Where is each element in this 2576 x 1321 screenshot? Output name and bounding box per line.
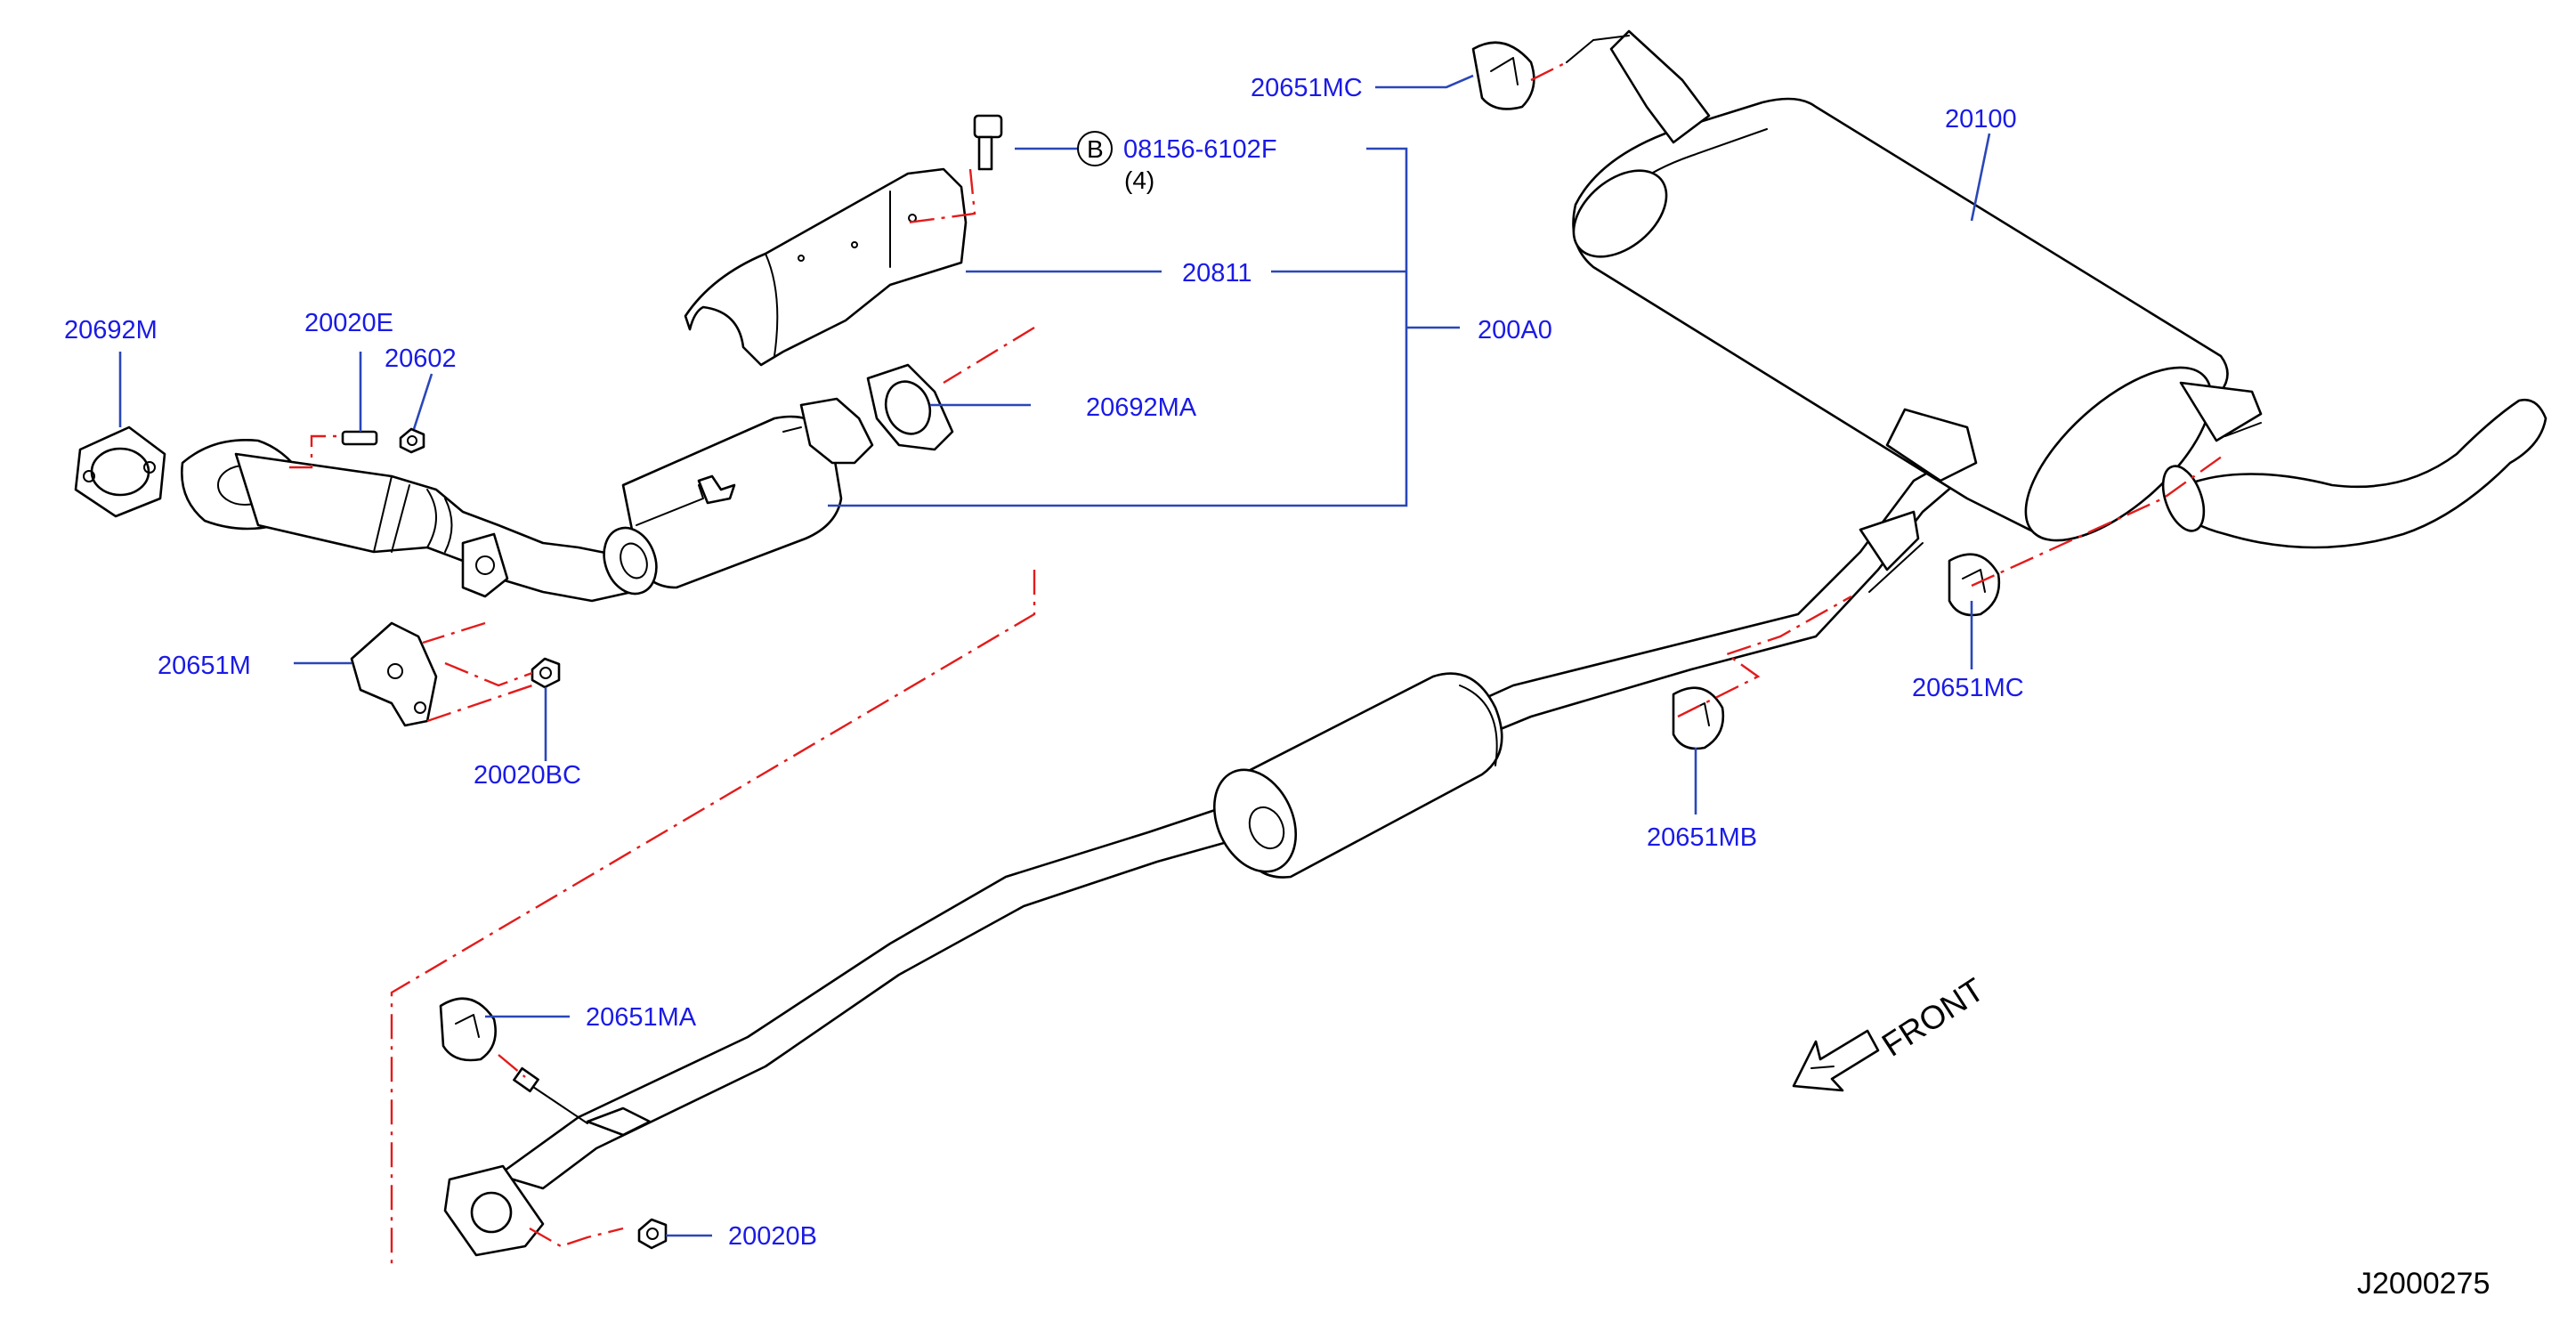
rubber-mount-20651MB: [1672, 686, 1725, 750]
label-20602: 20602: [385, 344, 457, 373]
label-20020BC: 20020BC: [474, 761, 581, 790]
label-20651MB: 20651MB: [1647, 823, 1757, 852]
gasket-20692M: [74, 425, 166, 518]
label-20692M: 20692M: [64, 316, 158, 344]
nut-20602: [399, 427, 425, 454]
nut-20020BC: [531, 657, 561, 689]
label-20020E: 20020E: [304, 309, 393, 337]
diagram-reference: J2000275: [2357, 1267, 2490, 1301]
label-20651MC-top: 20651MC: [1251, 74, 1363, 102]
main-muffler: [1566, 29, 2548, 549]
label-20100: 20100: [1945, 105, 2017, 134]
gasket-20692MA: [866, 363, 954, 451]
front-tube-catalyst: [181, 397, 874, 603]
front-arrow-icon: [1792, 1029, 1880, 1092]
nut-20020B: [637, 1218, 668, 1250]
label-20692MA: 20692MA: [1086, 393, 1197, 422]
front-label: FRONT: [1875, 971, 1990, 1064]
phantom-lines: [289, 61, 2226, 1268]
label-quantity: (4): [1124, 166, 1154, 194]
label-20651MC-right: 20651MC: [1912, 674, 2024, 702]
label-20811: 20811: [1182, 259, 1252, 288]
rubber-mount-20651MC-top: [1471, 41, 1535, 110]
rubber-mount-20651MA: [439, 997, 497, 1062]
label-20651M: 20651M: [158, 652, 251, 680]
leader-lines: [118, 74, 1991, 1237]
center-pipe-assembly: [443, 461, 1956, 1257]
bolt-08156: [973, 114, 1003, 171]
label-20651MA: 20651MA: [586, 1003, 697, 1032]
heat-shield: [684, 167, 968, 367]
bolt-marker-b: B: [1087, 135, 1104, 163]
label-08156-6102F: 08156-6102F: [1123, 135, 1277, 164]
bracket-20651M: [350, 621, 438, 727]
stud-20020E: [341, 430, 378, 446]
label-200A0: 200A0: [1478, 316, 1552, 344]
bolt-marker-circle: [1077, 131, 1113, 166]
label-20020B: 20020B: [728, 1222, 817, 1251]
